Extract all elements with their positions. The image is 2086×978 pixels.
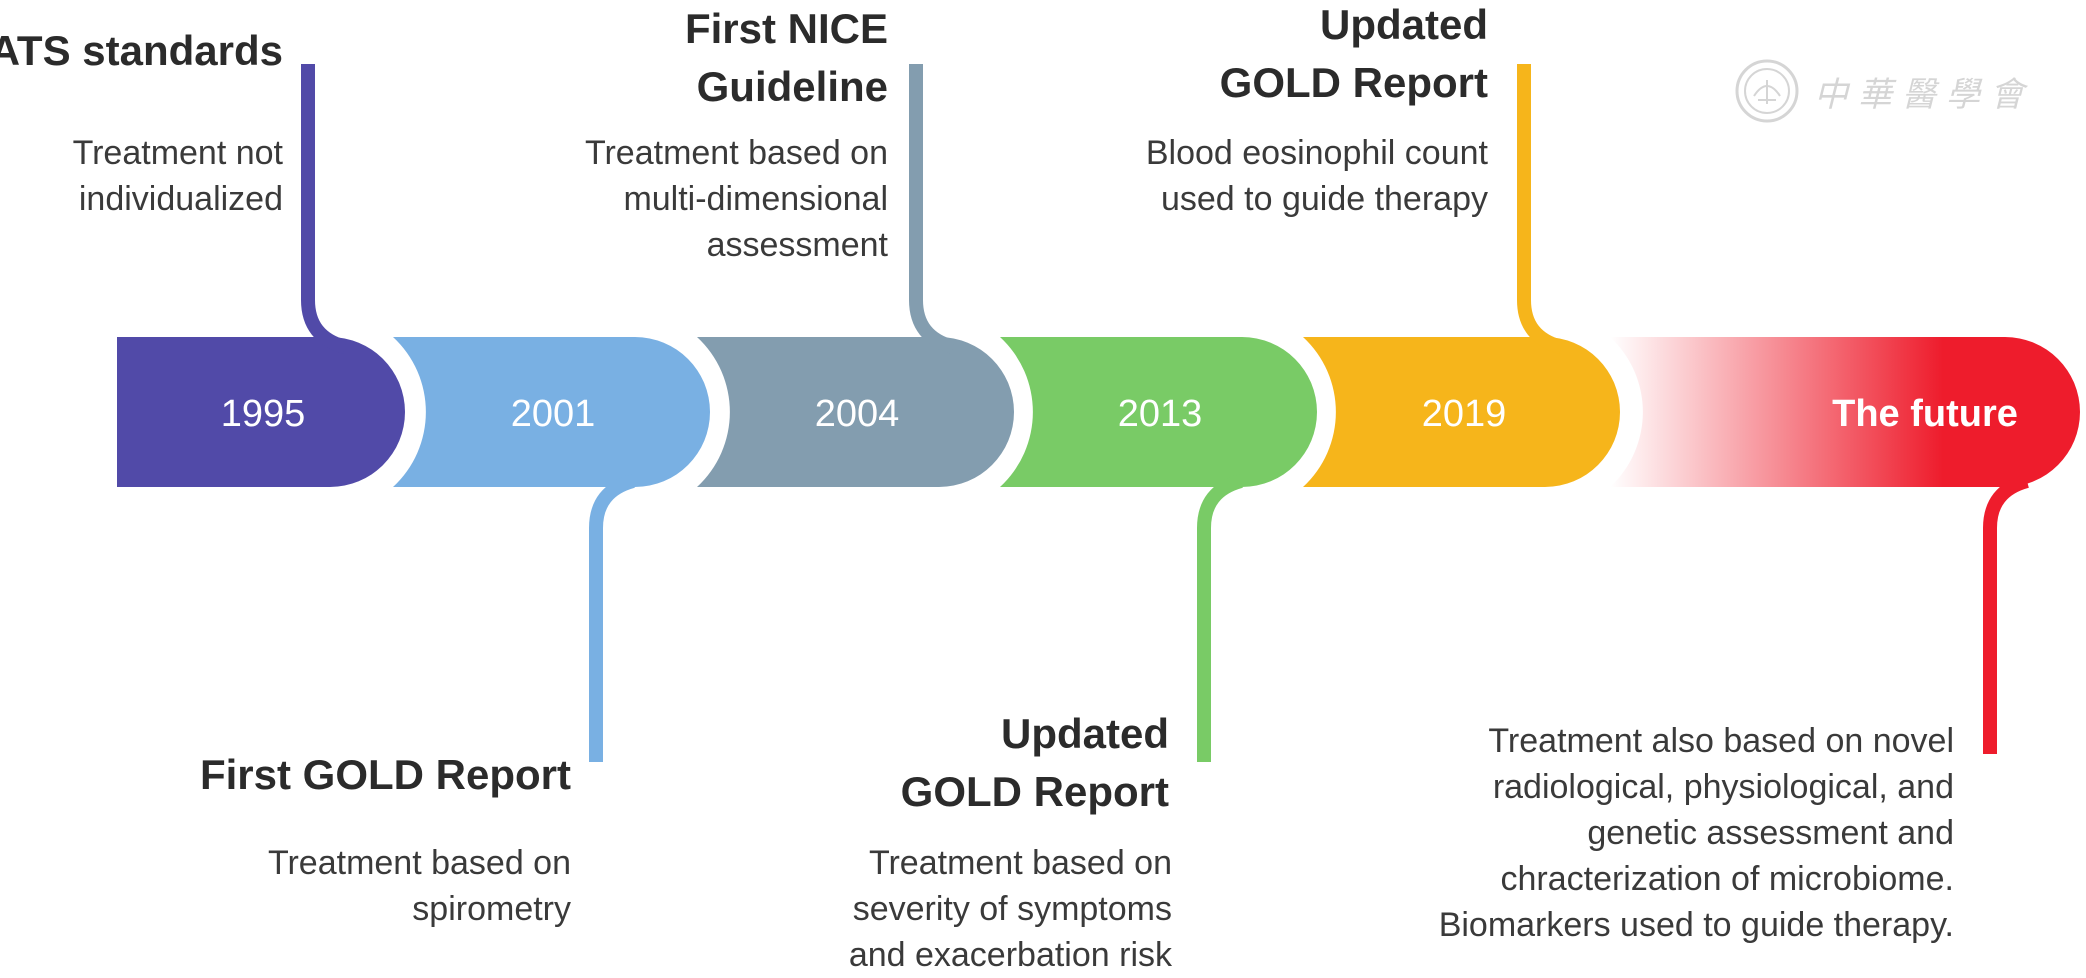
milestone-title-2001: First GOLD Report (199, 751, 571, 798)
segment-2004: 2004 (697, 64, 1014, 487)
connector-1995 (301, 64, 348, 354)
connector-future (1983, 474, 2030, 754)
connector-2013 (1197, 474, 1244, 762)
year-label-future: The future (1832, 393, 2018, 435)
segment-2001-shape (393, 337, 710, 487)
year-label-2019: 2019 (1422, 393, 1507, 435)
watermark-text: 中華醫學會 (1814, 74, 2034, 115)
milestone-description-2013: Treatment based on severity of symptoms … (848, 844, 1172, 974)
segment-future-shape (1610, 337, 2080, 487)
milestone-description-2004: Treatment based on multi-dimensional ass… (584, 134, 888, 264)
year-label-1995: 1995 (221, 393, 306, 435)
watermark: 中華醫學會 (1734, 58, 2034, 124)
milestone-title-2013: Updated GOLD Report (900, 710, 1169, 815)
year-label-2004: 2004 (815, 393, 900, 435)
milestone-description-2001: Treatment based on spirometry (267, 844, 571, 928)
connector-2001 (589, 474, 636, 762)
segment-2013-shape (1000, 337, 1317, 487)
segment-1995: 1995 (117, 64, 405, 487)
milestone-title-1995: ATS standards (0, 27, 283, 74)
connector-2019 (1517, 64, 1564, 354)
segment-2013: 2013 (1000, 337, 1317, 762)
segment-2001: 2001 (393, 337, 710, 762)
segment-2004-shape (697, 337, 1014, 487)
segment-future: The future (1610, 337, 2080, 754)
milestone-title-2004: First NICE Guideline (684, 5, 888, 110)
milestone-title-2019: Updated GOLD Report (1219, 1, 1488, 106)
segment-2019-shape (1303, 337, 1620, 487)
segment-2019: 2019 (1303, 64, 1620, 487)
connector-2004 (909, 64, 956, 354)
seal-icon (1735, 59, 1799, 123)
milestone-description-1995: Treatment not individualized (72, 134, 283, 218)
year-label-2013: 2013 (1118, 393, 1203, 435)
milestone-description-2019: Blood eosinophil count used to guide the… (1145, 134, 1488, 218)
year-label-2001: 2001 (511, 393, 596, 435)
milestone-description-future: Treatment also based on novel radiologic… (1438, 722, 1954, 944)
segment-1995-shape (117, 337, 405, 487)
